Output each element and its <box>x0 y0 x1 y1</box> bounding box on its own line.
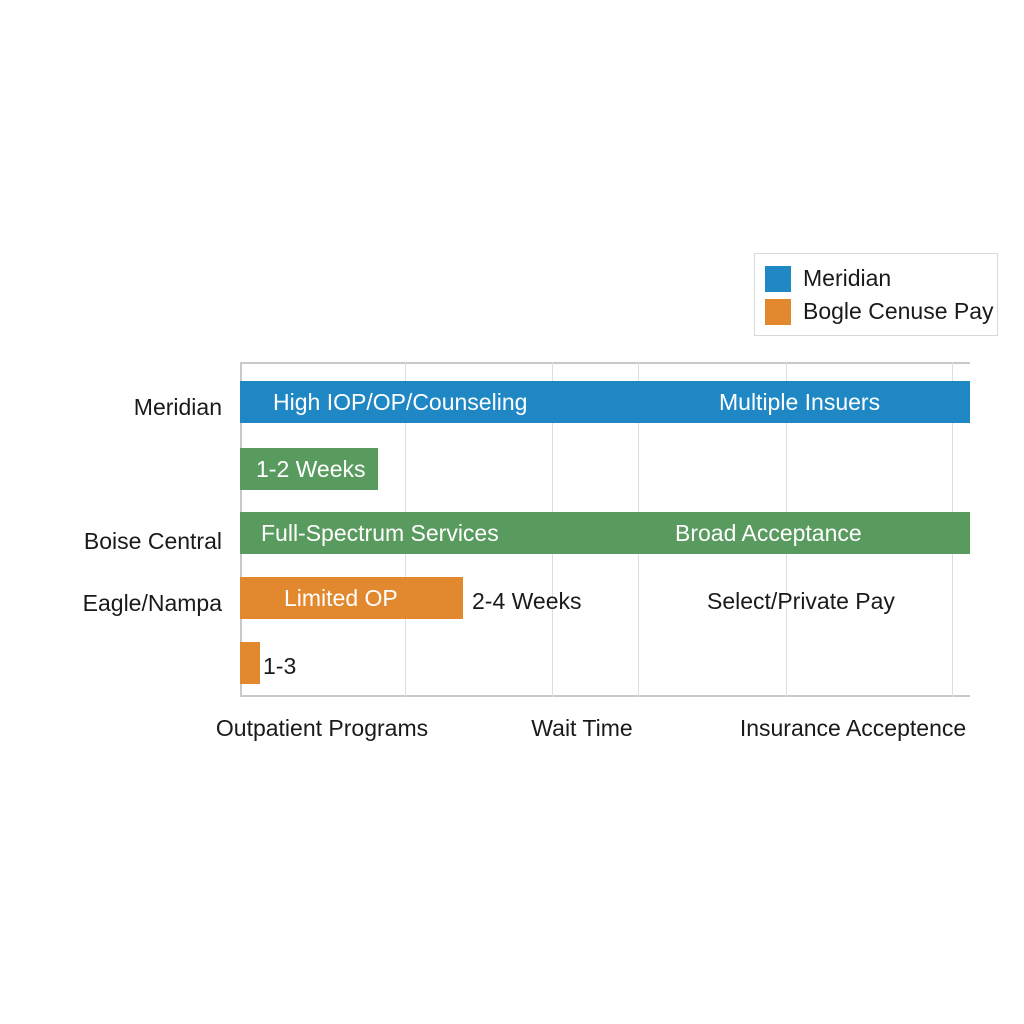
bar-label-2-4-weeks: 2-4 Weeks <box>472 588 582 614</box>
plot-area: High IOP/OP/Counseling Multiple Insuers … <box>240 362 970 697</box>
bar-label-1-2-weeks: 1-2 Weeks <box>256 455 366 482</box>
legend-swatch-blue <box>765 265 791 292</box>
bar-label-select-private-pay: Select/Private Pay <box>707 588 895 614</box>
legend-label-bogle-cenuse-pay: Bogle Cenuse Pay <box>803 298 994 324</box>
legend-item-bogle-cenuse-pay[interactable]: Bogle Cenuse Pay <box>765 295 994 328</box>
bar-meridian-full[interactable]: High IOP/OP/Counseling Multiple Insuers <box>240 381 970 423</box>
bar-eagle-wait[interactable] <box>240 642 260 684</box>
bar-label-limited-op: Limited OP <box>284 584 398 611</box>
plot-frame-bottom <box>240 695 970 697</box>
x-tick-outpatient-programs: Outpatient Programs <box>215 715 429 741</box>
y-tick-boise-central: Boise Central <box>83 528 222 554</box>
bar-label-full-spectrum-services: Full-Spectrum Services <box>261 519 499 546</box>
y-tick-meridian: Meridian <box>133 394 222 420</box>
bar-eagle-limited[interactable]: Limited OP <box>240 577 463 619</box>
x-tick-wait-time: Wait Time <box>531 715 633 741</box>
bar-label-broad-acceptance: Broad Acceptance <box>675 519 862 546</box>
bar-label-1-3: 1-3 <box>263 653 297 679</box>
x-tick-insurance-acceptence: Insurance Acceptence <box>739 715 967 741</box>
bar-boise-full[interactable]: Full-Spectrum Services Broad Acceptance <box>240 512 970 554</box>
plot-frame-top <box>240 362 970 364</box>
legend-item-meridian[interactable]: Meridian <box>765 262 987 295</box>
legend-label-meridian: Meridian <box>803 265 892 291</box>
bar-label-multiple-insuers: Multiple Insuers <box>719 388 881 415</box>
chart-legend: Meridian Bogle Cenuse Pay <box>754 253 998 336</box>
bar-meridian-wait[interactable]: 1-2 Weeks <box>240 448 378 490</box>
y-axis-tick-labels: Meridian Boise Central Eagle/Nampa <box>0 362 222 697</box>
y-tick-eagle-nampa: Eagle/Nampa <box>82 590 222 616</box>
bar-label-high-iop-op-counseling: High IOP/OP/Counseling <box>273 388 528 415</box>
legend-swatch-orange <box>765 298 791 325</box>
